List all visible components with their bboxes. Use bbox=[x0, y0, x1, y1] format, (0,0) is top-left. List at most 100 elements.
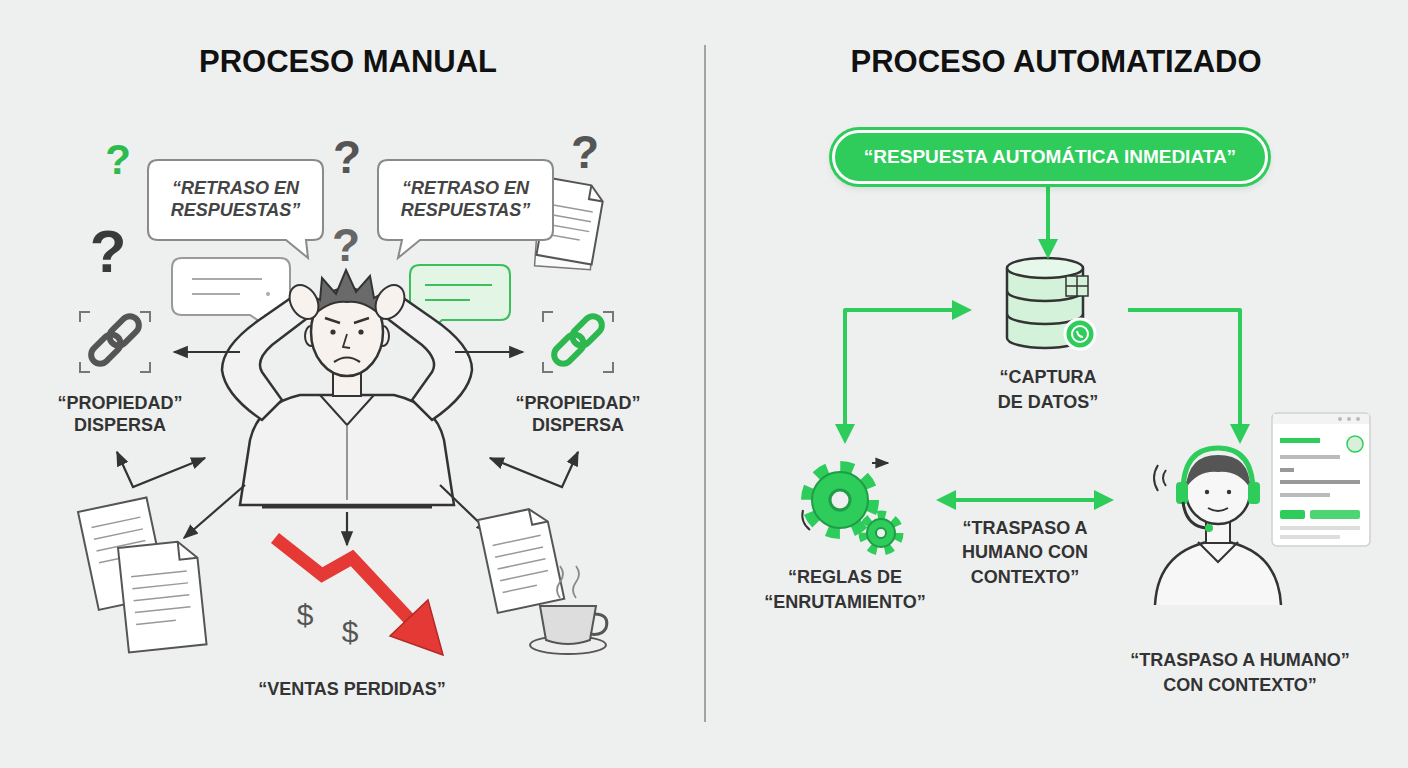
broken-link-icon-part bbox=[550, 312, 605, 367]
broken-link-icon bbox=[80, 312, 150, 372]
panel-heading: PROCESO MANUAL bbox=[199, 43, 497, 80]
stressed-person bbox=[222, 270, 472, 507]
broken-link-icon-part-part bbox=[569, 312, 606, 349]
chat-card-part bbox=[1280, 493, 1330, 497]
node-text: “TRASPASO A HUMANO” CON CONTEXTO” bbox=[1110, 648, 1370, 698]
declining-arrow-part bbox=[275, 538, 412, 622]
document-icon-part bbox=[478, 506, 564, 613]
stressed-person-part bbox=[334, 358, 360, 363]
support-agent-part bbox=[1155, 540, 1281, 605]
coffee-cup-part bbox=[557, 566, 579, 598]
stressed-person-part bbox=[370, 280, 411, 324]
support-agent-part bbox=[1186, 455, 1250, 488]
chat-card-part bbox=[1310, 510, 1360, 519]
chat-card-part bbox=[1347, 417, 1351, 421]
edge-label: “TRASPASO A HUMANO CON CONTEXTO” bbox=[945, 516, 1105, 589]
gear-icon-part bbox=[872, 462, 888, 464]
node-text: “RETRASO EN RESPUESTAS” bbox=[158, 178, 313, 222]
issue-label: “PROPIEDAD” DISPERSA bbox=[498, 393, 658, 436]
chat-card-part bbox=[1280, 526, 1360, 530]
declining-arrow bbox=[275, 538, 443, 655]
support-agent-part bbox=[1198, 542, 1238, 562]
question-mark: ? bbox=[333, 130, 361, 185]
support-agent-part bbox=[1248, 482, 1260, 504]
chat-card-part bbox=[1273, 414, 1369, 424]
broken-link-icon-part bbox=[80, 312, 150, 372]
auto-reply-pill: “RESPUESTA AUTOMÁTICA INMEDIATA” bbox=[832, 130, 1268, 184]
chat-card-part bbox=[1272, 413, 1370, 546]
flow-arrow bbox=[940, 498, 1110, 502]
database-icon-part bbox=[1077, 331, 1083, 337]
gear-icon-part bbox=[830, 490, 850, 510]
chat-card-part bbox=[1347, 436, 1363, 452]
document-icon bbox=[118, 540, 207, 653]
declining-arrow-part bbox=[390, 600, 443, 655]
node-text-area: “CAPTURA DE DATOS” bbox=[986, 365, 1111, 415]
chat-bubble-icon-part bbox=[192, 279, 262, 294]
support-agent-part bbox=[1208, 508, 1228, 511]
currency-symbol: $ bbox=[297, 597, 314, 633]
broken-link-icon-part-part bbox=[550, 331, 587, 368]
support-agent-part bbox=[1183, 448, 1253, 492]
gear-icon-part bbox=[863, 515, 899, 551]
coffee-cup-part bbox=[590, 614, 607, 634]
broken-link-icon-part bbox=[87, 312, 142, 367]
node-text-area: “TRASPASO A HUMANO” CON CONTEXTO” bbox=[1110, 648, 1370, 698]
document-icon-part bbox=[178, 540, 198, 560]
routing-rules-step: “REGLAS DE “ENRUTAMIENTO” bbox=[750, 440, 940, 615]
document-icon-part bbox=[131, 571, 192, 625]
scatter-arrow-part bbox=[174, 351, 240, 353]
chat-card-part bbox=[1356, 417, 1360, 421]
stressed-person-part bbox=[325, 318, 369, 323]
database-icon-part bbox=[1066, 276, 1088, 296]
scatter-arrow-part bbox=[117, 452, 205, 487]
scatter-arrow-part bbox=[346, 512, 348, 545]
flow-arrow bbox=[1046, 184, 1050, 255]
issue-label: “PROPIEDAD” DISPERSA bbox=[40, 393, 200, 436]
database-icon-part bbox=[1065, 319, 1095, 349]
panel-divider bbox=[704, 45, 706, 722]
gear-icon-part bbox=[876, 528, 886, 538]
question-mark: ? bbox=[90, 216, 127, 288]
document-icon-part bbox=[529, 506, 548, 525]
chat-bubble-icon-part bbox=[266, 292, 270, 296]
broken-link-icon-part-part bbox=[87, 331, 124, 368]
node-text-area: “RETRASO EN RESPUESTAS” bbox=[148, 160, 323, 240]
broken-link-icon bbox=[543, 312, 613, 372]
bubble-outline bbox=[378, 160, 553, 258]
stressed-person-part bbox=[284, 280, 325, 324]
stressed-person-part bbox=[358, 329, 363, 334]
database-icon bbox=[1007, 258, 1095, 349]
flow-arrow bbox=[845, 310, 968, 440]
data-capture-step: “CAPTURA DE DATOS” bbox=[968, 255, 1128, 415]
human-handoff-step: “TRASPASO A HUMANO” CON CONTEXTO” bbox=[1110, 440, 1370, 698]
support-agent-part bbox=[1154, 465, 1166, 491]
stressed-person-part bbox=[346, 425, 348, 500]
scatter-arrow-part bbox=[455, 351, 523, 353]
database-icon-part bbox=[1066, 276, 1088, 296]
support-agent-part bbox=[1183, 502, 1206, 528]
node-text: “RETRASO EN RESPUESTAS” bbox=[388, 178, 543, 222]
chat-card-part bbox=[1338, 417, 1342, 421]
gear-icon-part bbox=[802, 510, 810, 530]
question-mark: ? bbox=[571, 125, 599, 180]
coffee-cup bbox=[530, 566, 607, 654]
stressed-person-part bbox=[320, 395, 374, 425]
panel-heading: PROCESO AUTOMATIZADO bbox=[850, 43, 1261, 80]
node-text-area: “REGLAS DE “ENRUTAMIENTO” bbox=[750, 565, 940, 615]
bubble-outline bbox=[148, 160, 323, 258]
document-icon bbox=[478, 506, 564, 613]
gear-icon bbox=[802, 463, 899, 551]
scatter-arrow-part bbox=[490, 452, 578, 487]
chat-card-part bbox=[1280, 455, 1340, 459]
chat-card-part bbox=[1280, 480, 1360, 484]
document-icon-part bbox=[589, 185, 605, 201]
chat-card bbox=[1272, 413, 1370, 546]
node-text: “RESPUESTA AUTOMÁTICA INMEDIATA” bbox=[864, 146, 1236, 169]
database-icon-part bbox=[1007, 258, 1083, 278]
document-icon-part bbox=[493, 535, 551, 592]
chat-card-part bbox=[1280, 535, 1340, 539]
node-text: “CAPTURA DE DATOS” bbox=[986, 365, 1111, 415]
support-agent bbox=[1154, 448, 1281, 605]
